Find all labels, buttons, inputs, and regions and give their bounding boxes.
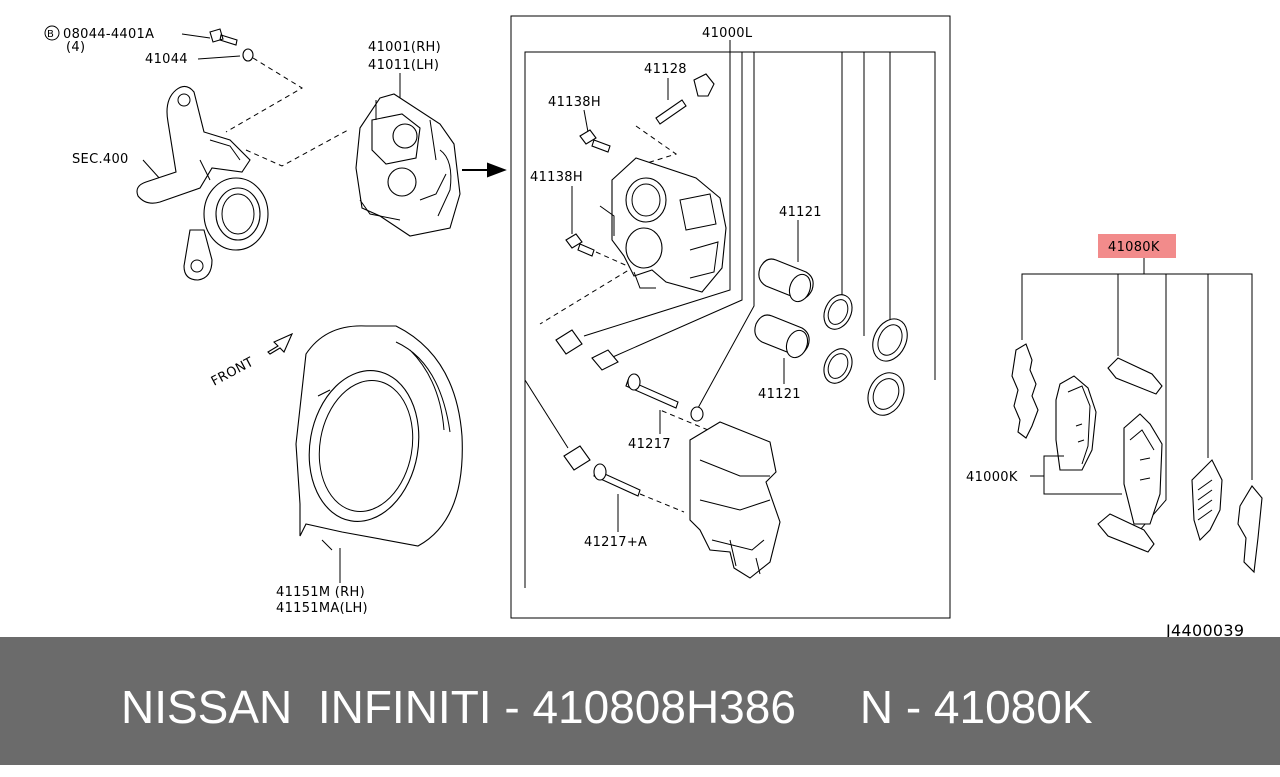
caliper-rh-label: 41001(RH) bbox=[368, 40, 441, 55]
front-arrow-icon bbox=[267, 332, 294, 355]
caliper-assy-label: 41000L bbox=[702, 26, 753, 41]
pin-a-label: 41217+A bbox=[584, 535, 647, 550]
bolt-lower-label: 41138H bbox=[530, 170, 583, 185]
caliper-left: 41001(RH) 41011(LH) bbox=[355, 40, 461, 237]
front-indicator: FRONT bbox=[209, 332, 294, 390]
bolt-upper-label: 41138H bbox=[548, 95, 601, 110]
bleeder-label: 41128 bbox=[644, 62, 687, 77]
pin-label: 41217 bbox=[628, 437, 671, 452]
piston-lower-label: 41121 bbox=[758, 387, 801, 402]
bolt-marker-circle bbox=[44, 25, 60, 41]
shield-lh-label: 41151MA(LH) bbox=[276, 601, 368, 616]
drawing-code-label: J4400039 bbox=[1165, 621, 1244, 637]
steering-knuckle: SEC.400 bbox=[72, 85, 349, 281]
parts-diagram: B 08044-4401A (4) 41044 SEC.400 41001(RH… bbox=[44, 15, 1263, 637]
pad-kit-highlight bbox=[1098, 234, 1176, 258]
pad-set-label: 41000K bbox=[966, 470, 1018, 485]
washer-label: 41044 bbox=[145, 52, 188, 67]
caliper-lh-label: 41011(LH) bbox=[368, 58, 439, 73]
shield-rh-label: 41151M (RH) bbox=[276, 585, 365, 600]
pad-kit-group: 41080K 41000K bbox=[966, 234, 1263, 574]
washer-icon bbox=[242, 48, 254, 62]
bolt-marker-label: B bbox=[47, 29, 54, 40]
bolt-icon bbox=[209, 28, 238, 46]
direction-arrow-icon bbox=[462, 162, 507, 178]
front-label: FRONT bbox=[209, 355, 257, 390]
dust-shield: 41151M (RH) 41151MA(LH) bbox=[276, 325, 463, 616]
footer-title: NISSAN INFINITI - 410808H386 N - 41080K bbox=[121, 681, 1093, 733]
piston-upper-label: 41121 bbox=[779, 205, 822, 220]
footer-bar: NISSAN INFINITI - 410808H386 N - 41080K bbox=[0, 637, 1280, 765]
bolt-washer-group: B 08044-4401A (4) 41044 bbox=[44, 25, 303, 133]
knuckle-label: SEC.400 bbox=[72, 152, 129, 167]
pad-kit-label: 41080K bbox=[1108, 240, 1160, 255]
bolt-qty-label: (4) bbox=[66, 40, 85, 55]
caliper-assembly-box: 41000L 41128 41138H 41138H 41121 bbox=[510, 15, 951, 619]
bolt-code-label: 08044-4401A bbox=[63, 27, 154, 42]
